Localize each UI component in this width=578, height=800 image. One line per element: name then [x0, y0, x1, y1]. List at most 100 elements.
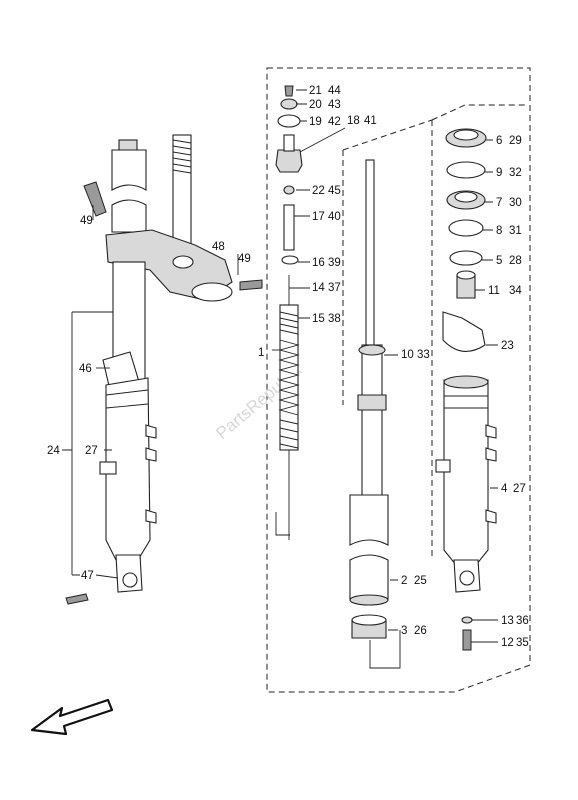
- part-2-slide-lip: [349, 594, 389, 606]
- label-11: 11: [488, 285, 500, 297]
- part-4-boss: [435, 459, 451, 473]
- label-18: 18: [347, 115, 360, 127]
- label-19: 19: [309, 116, 322, 128]
- label-27-right: 27: [513, 483, 526, 495]
- label-13: 13: [501, 615, 514, 627]
- label-42: 42: [328, 116, 341, 128]
- leaders-right: [471, 139, 498, 643]
- part-5-bush: [449, 250, 483, 266]
- part-18-stem: [283, 134, 295, 152]
- label-6: 6: [496, 135, 502, 147]
- caliper-mounts: [145, 424, 157, 524]
- label-20: 20: [309, 99, 322, 111]
- label-9: 9: [496, 167, 502, 179]
- label-46: 46: [79, 363, 92, 375]
- outer-tube-boss: [99, 461, 117, 475]
- part-21-screw: [284, 85, 294, 97]
- label-35: 35: [516, 637, 529, 649]
- bracket-bore: [191, 282, 233, 302]
- leader-24-bracket: [71, 311, 113, 575]
- label-2: 2: [401, 575, 407, 587]
- part-4-axle-hole: [459, 570, 475, 586]
- label-38: 38: [328, 313, 341, 325]
- label-14: 14: [312, 282, 325, 294]
- leaders-middle: [289, 89, 310, 319]
- label-41: 41: [364, 115, 377, 127]
- damper-column: [349, 159, 389, 639]
- label-15: 15: [312, 313, 325, 325]
- steering-stem: [172, 134, 192, 256]
- front-direction-arrow: [30, 698, 114, 736]
- part-19-oring: [277, 114, 301, 128]
- stem-boss: [172, 255, 194, 269]
- label-32: 32: [509, 167, 522, 179]
- leader-1-bracket: [275, 512, 290, 536]
- damper-rod-body: [365, 159, 375, 346]
- leaders-damper: [384, 354, 398, 631]
- spring-column: [275, 85, 303, 540]
- part-4-mounts: [485, 424, 497, 524]
- part-11-top: [456, 270, 476, 280]
- label-36: 36: [516, 615, 529, 627]
- spring-coils: [279, 311, 299, 449]
- part-3-bush-top: [351, 614, 387, 626]
- label-39: 39: [328, 257, 341, 269]
- outer-tube-bands: [105, 389, 149, 409]
- outer-group-boundary: [431, 104, 525, 121]
- label-45: 45: [328, 185, 341, 197]
- part-20-nut: [280, 98, 298, 110]
- part-22-nut: [283, 185, 295, 195]
- inner-tube-top: [111, 149, 147, 191]
- label-31: 31: [509, 225, 522, 237]
- part-4-top: [443, 375, 489, 389]
- label-12: 12: [501, 637, 514, 649]
- label-3: 3: [401, 625, 407, 637]
- part-2-slide-upper: [349, 494, 389, 546]
- part-13-washer: [461, 616, 473, 624]
- part-16-washer: [281, 255, 299, 265]
- label-16: 16: [312, 257, 325, 269]
- stem-thread: [172, 139, 192, 174]
- part-4-bands: [444, 395, 488, 409]
- label-24: 24: [47, 445, 60, 457]
- leader-2-3-bracket: [369, 630, 401, 669]
- label-4: 4: [501, 483, 508, 495]
- part-23-cover: [442, 311, 486, 352]
- part-2-slide-lower: [349, 554, 389, 601]
- label-26: 26: [414, 625, 427, 637]
- leader-18: [299, 127, 346, 153]
- label-40: 40: [328, 211, 341, 223]
- label-44: 44: [328, 85, 341, 97]
- label-37: 37: [328, 282, 341, 294]
- part-17-spacer: [283, 204, 295, 251]
- label-34: 34: [509, 285, 522, 297]
- label-27: 27: [85, 445, 98, 457]
- label-29: 29: [509, 135, 522, 147]
- damper-piston: [357, 394, 387, 411]
- label-25: 25: [414, 575, 427, 587]
- label-49-top: 49: [80, 215, 93, 227]
- part-9-clip: [446, 161, 486, 179]
- inner-tube-mid: [111, 199, 147, 233]
- label-7: 7: [496, 197, 502, 209]
- label-28: 28: [509, 255, 522, 267]
- spring-coils-mid: [278, 339, 300, 416]
- part-18-cap-bolt: [275, 149, 303, 173]
- leader-47: [72, 574, 119, 579]
- label-22: 22: [312, 185, 325, 197]
- damper-top-ring: [358, 344, 386, 356]
- outer-column: [435, 128, 497, 651]
- label-5: 5: [496, 255, 502, 267]
- label-30: 30: [509, 197, 522, 209]
- label-43: 43: [328, 99, 341, 111]
- label-21: 21: [309, 85, 322, 97]
- label-17: 17: [312, 211, 325, 223]
- bolt-49-bracket: [239, 279, 263, 291]
- label-23: 23: [501, 340, 514, 352]
- bolt-47: [65, 593, 89, 605]
- axle-hole: [122, 572, 138, 588]
- label-47: 47: [81, 570, 94, 582]
- label-8: 8: [496, 225, 502, 237]
